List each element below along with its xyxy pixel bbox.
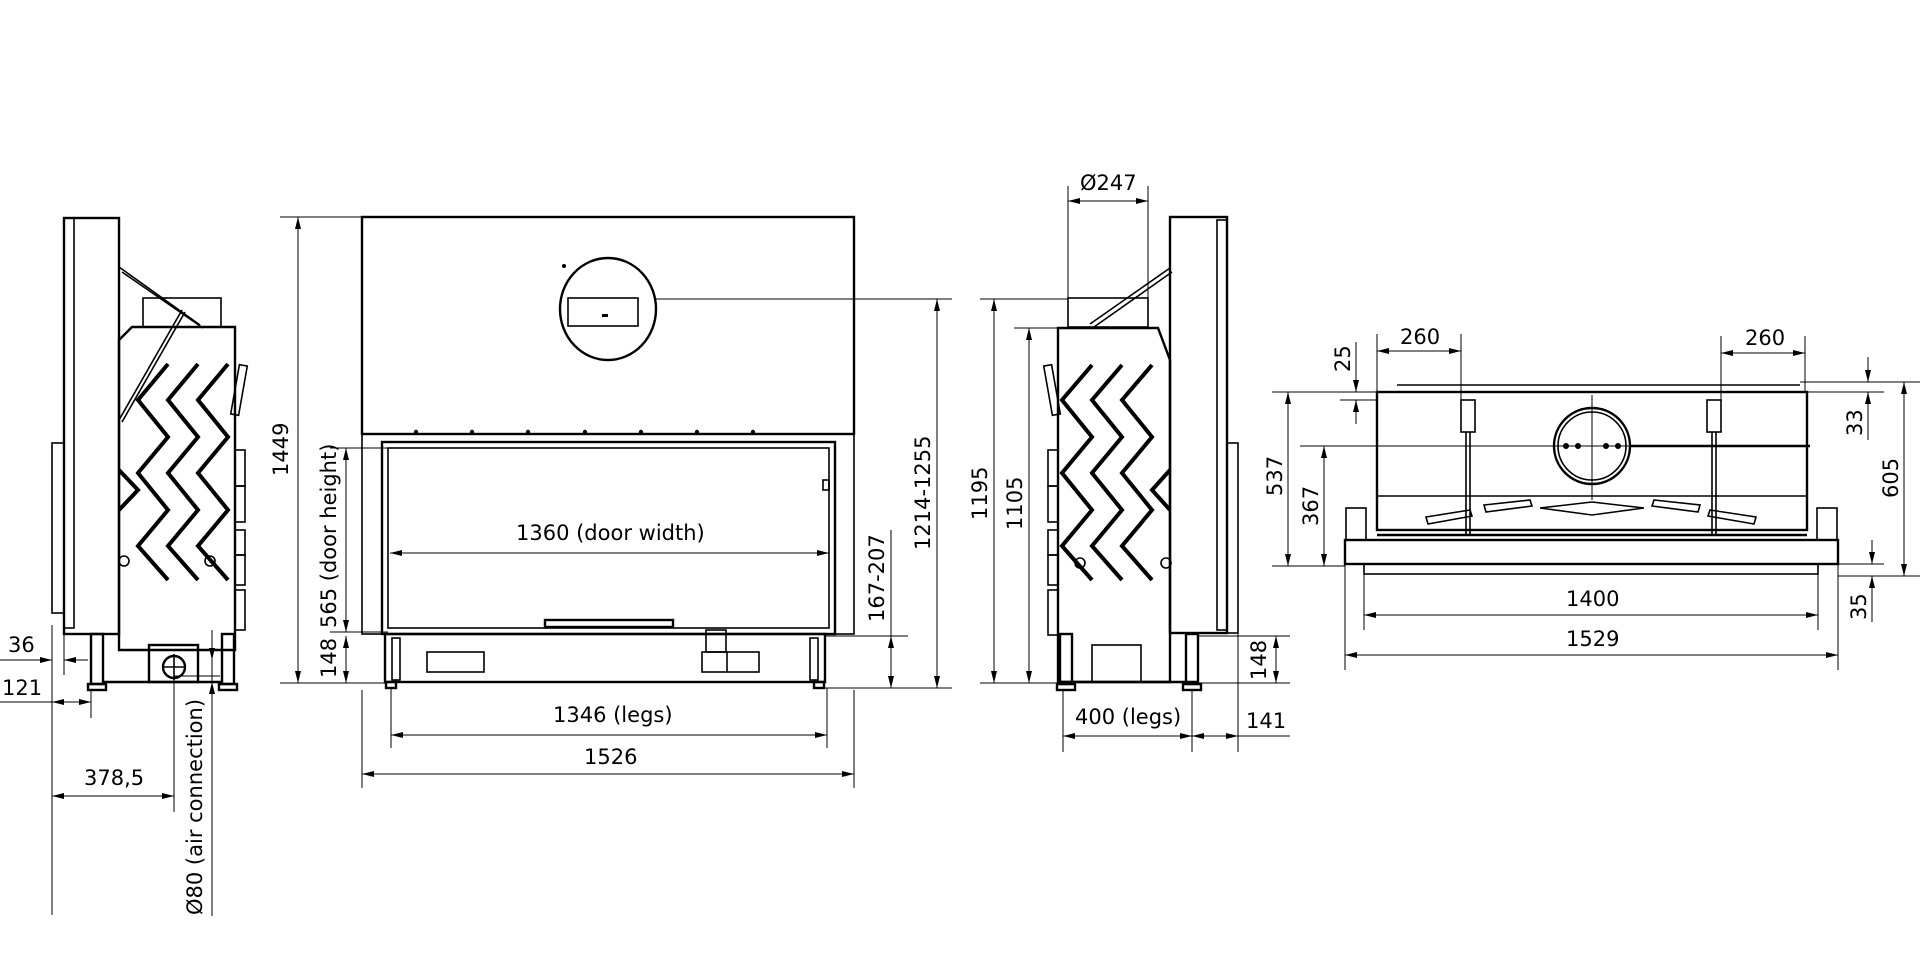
dim-label-1400: 1400 bbox=[1566, 587, 1619, 611]
dim-label-121: 121 bbox=[2, 676, 42, 700]
dim-label-35: 35 bbox=[1847, 593, 1871, 620]
dim-label-1529: 1529 bbox=[1566, 627, 1619, 651]
dim-label-141: 141 bbox=[1246, 709, 1286, 733]
dim-label-legs-400: 400 (legs) bbox=[1075, 705, 1181, 729]
dim-label-1214-1255: 1214-1255 bbox=[911, 436, 935, 550]
dim-label-167-207: 167-207 bbox=[865, 534, 889, 622]
dim-label-36: 36 bbox=[8, 633, 35, 657]
top-view: 260 260 25 537 367 33 605 35 bbox=[1263, 325, 1920, 670]
dim-label-367: 367 bbox=[1299, 486, 1323, 526]
dim-label-33: 33 bbox=[1843, 409, 1867, 436]
dim-label-260-left: 260 bbox=[1400, 325, 1440, 349]
dim-label-door-height: 565 (door height) bbox=[317, 444, 341, 628]
front-view: 1449 565 (door height) 148 1360 (door wi… bbox=[269, 215, 952, 788]
dim-label-148: 148 bbox=[317, 638, 341, 678]
dim-label-1526: 1526 bbox=[584, 745, 637, 769]
dim-label-1105: 1105 bbox=[1003, 477, 1027, 530]
dim-label-door-width: 1360 (door width) bbox=[516, 521, 705, 545]
dim-label-148-right: 148 bbox=[1247, 640, 1271, 680]
dim-label-1449: 1449 bbox=[269, 423, 293, 476]
dim-label-25: 25 bbox=[1331, 345, 1355, 372]
dim-label-605: 605 bbox=[1879, 458, 1903, 498]
dim-label-air-connection: Ø80 (air connection) bbox=[183, 699, 207, 915]
dim-label-legs-1346: 1346 (legs) bbox=[553, 703, 673, 727]
left-side-view: 36 121 378,5 Ø80 (air connection) bbox=[0, 216, 249, 916]
dim-label-378-5: 378,5 bbox=[84, 766, 144, 790]
dim-label-1195: 1195 bbox=[968, 467, 992, 520]
dim-label-537: 537 bbox=[1263, 456, 1287, 496]
right-side-view: Ø247 1195 1105 148 400 (legs) 141 bbox=[968, 171, 1290, 752]
dim-label-260-right: 260 bbox=[1745, 326, 1785, 350]
dim-label-flue-diameter: Ø247 bbox=[1080, 171, 1137, 195]
